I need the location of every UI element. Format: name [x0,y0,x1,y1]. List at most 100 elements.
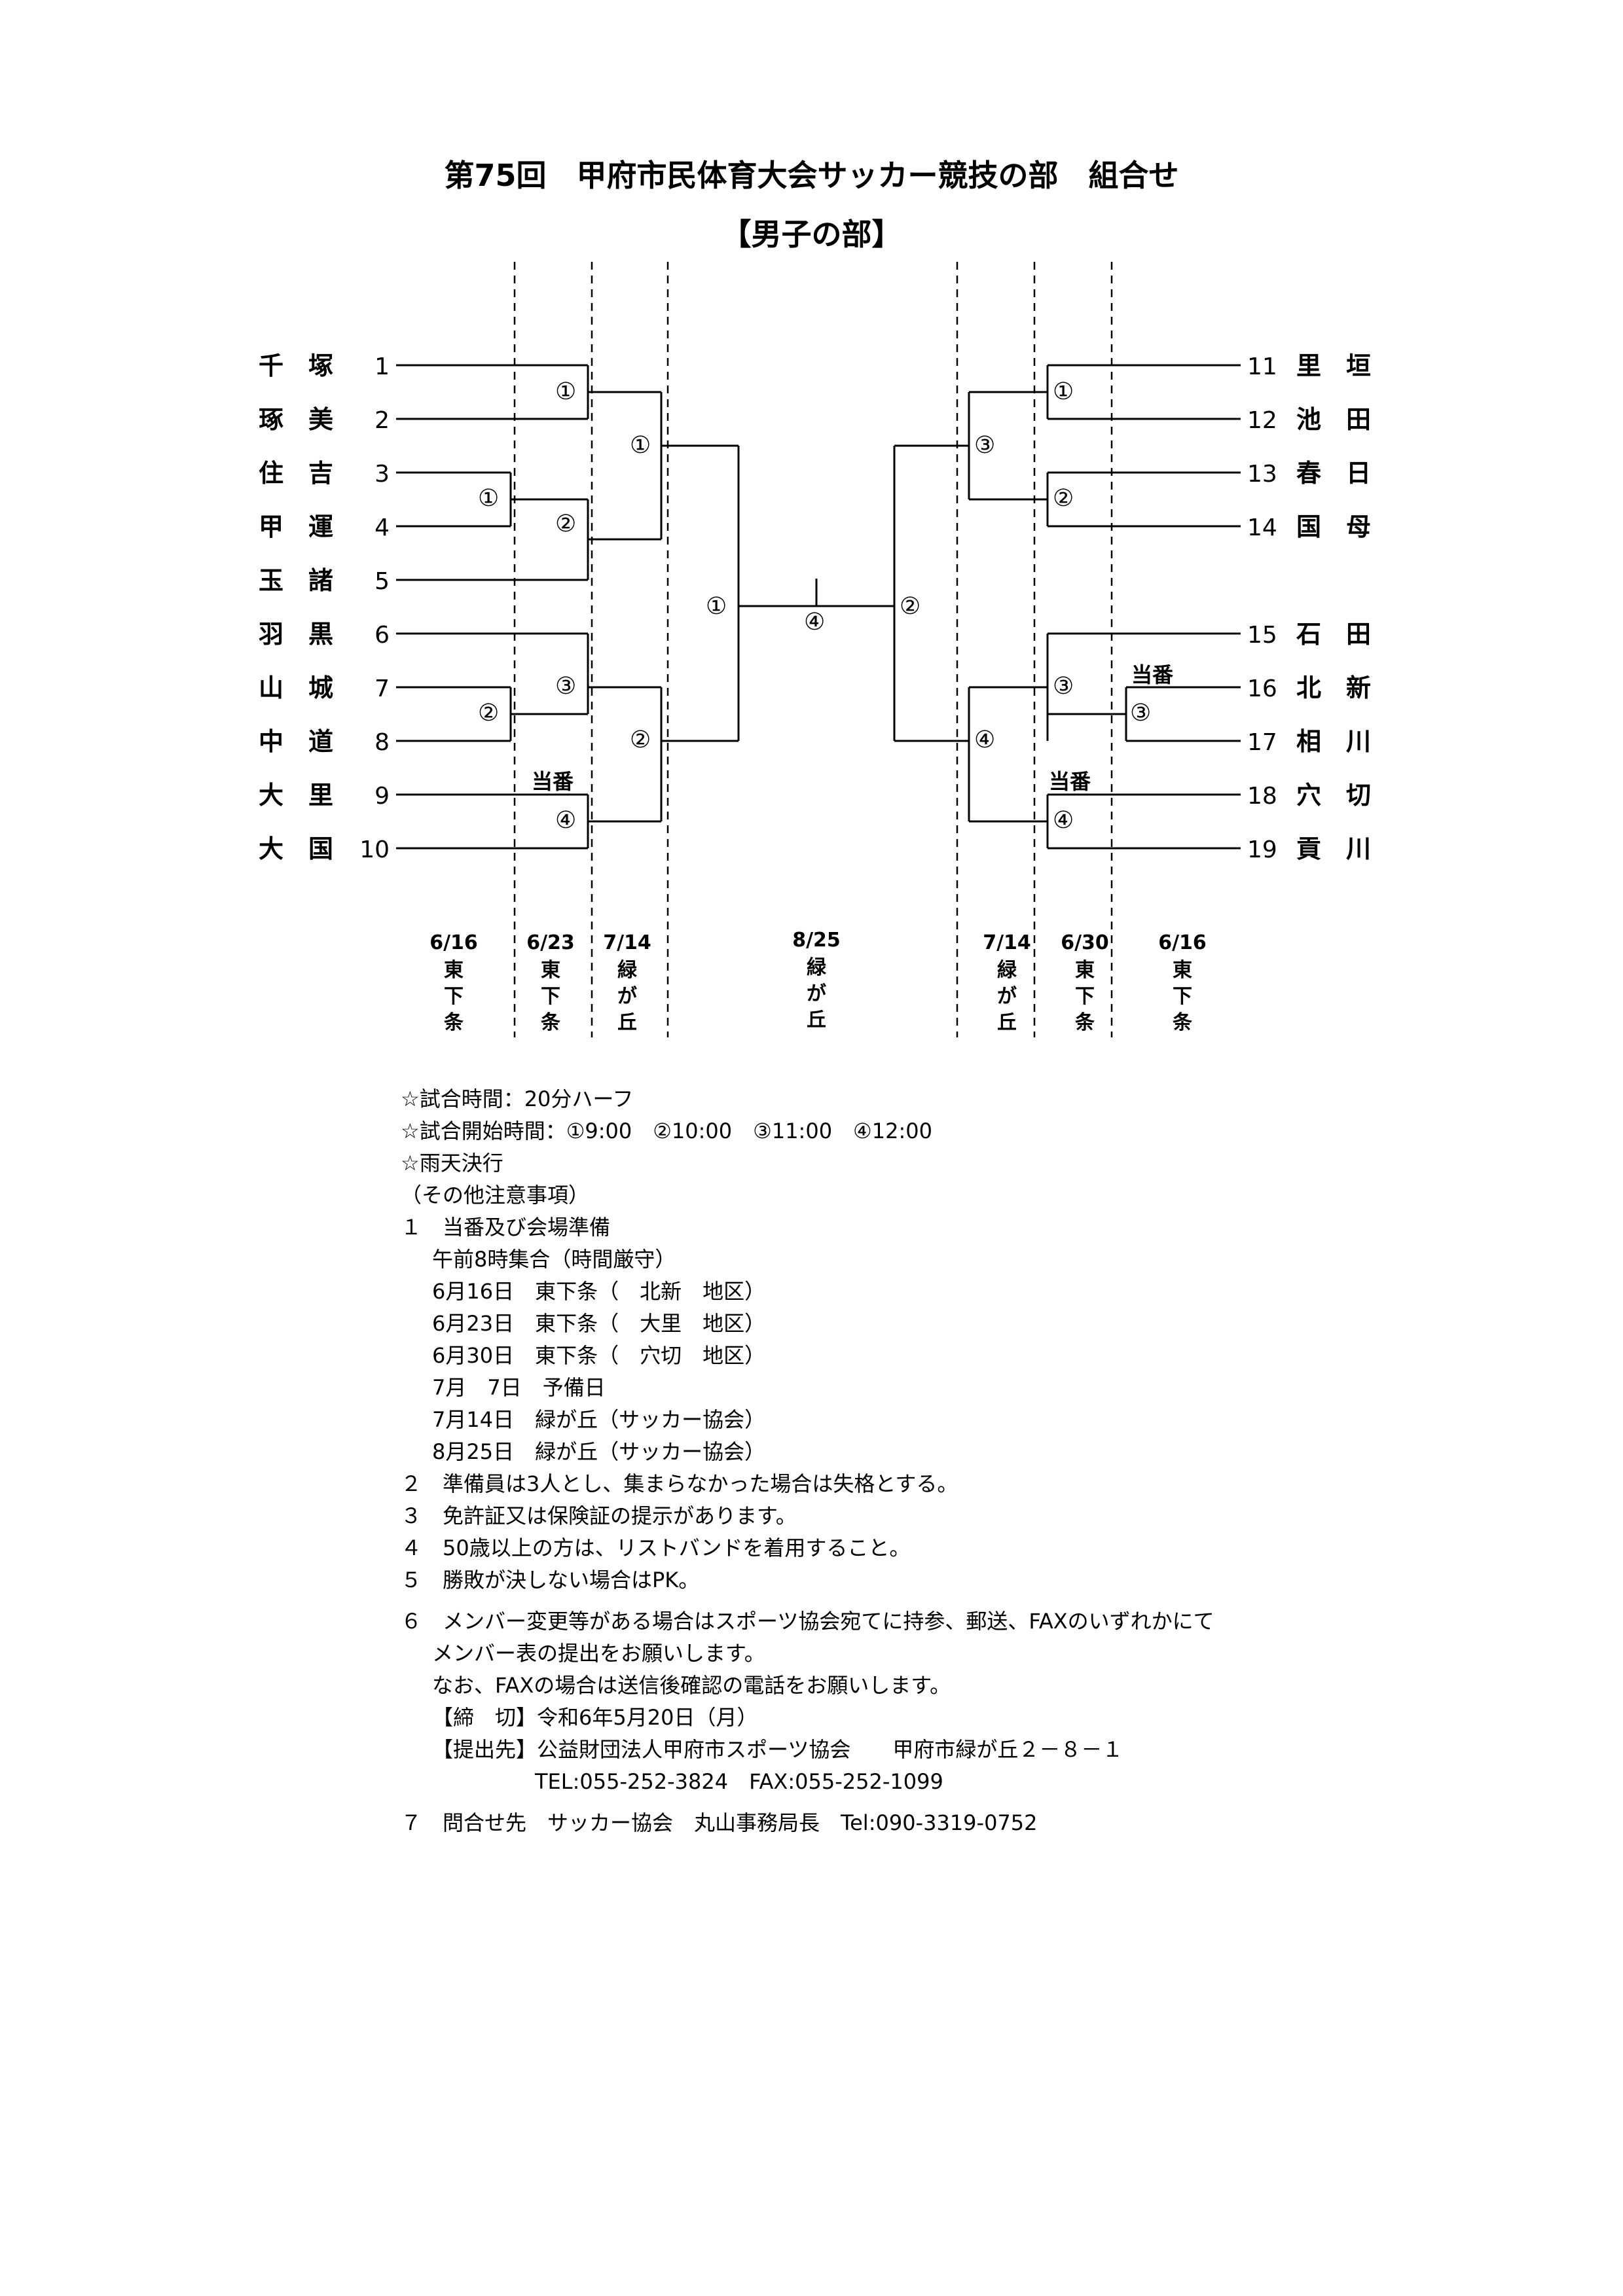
match-label: ① [706,593,727,620]
team-number: 15 [1247,622,1277,649]
note-item-7: ７ 問合せ先 サッカー協会 丸山事務局長 Tel:090-3319-0752 [401,1810,1038,1835]
note-item-1-line: 6月16日 東下条（ 北新 地区） [432,1279,766,1304]
round-venue-char: 緑 [617,959,638,982]
team-number: 2 [374,407,390,434]
team-number: 14 [1247,514,1277,541]
round-venue-char: 東 [1173,959,1192,982]
team-name: 北 新 [1296,673,1371,702]
round-date: 8/25 [792,929,841,952]
match-label: ② [478,700,499,726]
round-venue-char: 条 [1173,1011,1192,1034]
page-subtitle: 【男子の部】 [721,217,902,252]
team-name: 山 城 [259,673,333,702]
note-item-1-line: 午前8時集合（時間厳守） [432,1247,676,1272]
team-name: 羽 黒 [259,620,333,649]
team-number: 12 [1247,407,1277,434]
match-labels: ① ① ② ② ③ ④ ① ② ① ④ ② ③ ④ ① ② ③ ③ ④ [478,378,1151,834]
round-venue-char: 東 [1075,959,1095,982]
tournament-bracket: 千 塚 1 琢 美 2 住 吉 3 甲 運 4 玉 諸 5 羽 黒 6 山 城 … [259,262,1371,1037]
team-number: 17 [1247,729,1277,756]
team-name: 池 田 [1296,405,1371,434]
note-item-6-line: メンバー表の提出をお願いします。 [432,1641,765,1666]
note-item-1: １ 当番及び会場準備 [401,1215,611,1240]
note-deadline: 【締 切】令和6年5月20日（月） [432,1705,758,1730]
team-number: 4 [374,514,390,541]
team-name: 貢 川 [1296,834,1371,863]
team-name: 琢 美 [259,405,333,434]
round-separators [513,262,1113,1037]
note-item-1-line: 7月14日 緑が丘（サッカー協会） [432,1407,766,1432]
match-label: ② [555,511,576,537]
match-label: ① [555,378,576,405]
team-name: 玉 諸 [259,566,333,595]
match-label: ② [1053,485,1074,512]
round-venue-char: 条 [444,1011,464,1034]
match-label: ④ [974,726,995,753]
round-venue-char: 丘 [807,1009,826,1031]
round-date: 6/16 [429,931,478,954]
left-team-lines [396,364,588,850]
team-name: 千 塚 [259,351,333,380]
match-label: ② [900,593,921,620]
round-date: 6/23 [526,931,575,954]
round-dates: 6/16 東 下 条 6/23 東 下 条 7/14 緑 が 丘 8/25 緑 … [429,929,1207,1034]
match-label: ④ [555,807,576,834]
team-name: 中 道 [259,727,333,756]
note-start-time: ☆試合開始時間：①9:00 ②10:00 ③11:00 ④12:00 [401,1119,932,1143]
match-label-final: ④ [804,609,825,636]
duty-label: 当番 [1049,769,1091,794]
team-number: 10 [359,836,390,863]
team-number: 16 [1247,675,1277,702]
round-venue-char: 下 [1075,985,1095,1008]
team-number: 1 [374,353,390,380]
match-label: ③ [1130,700,1151,726]
team-name: 里 垣 [1296,351,1371,380]
round-venue-char: 下 [444,985,464,1008]
note-item-6: ６ メンバー変更等がある場合はスポーツ協会宛てに持参、郵送、FAXのいずれかにて [401,1609,1214,1634]
duty-label: 当番 [532,769,574,794]
note-item-1-line: 8月25日 緑が丘（サッカー協会） [432,1439,766,1464]
note-item-1-line: 6月30日 東下条（ 穴切 地区） [432,1343,766,1368]
team-name: 石 田 [1296,620,1371,649]
round-venue-char: 東 [444,959,464,982]
round-date: 6/30 [1061,931,1109,954]
team-name: 大 国 [259,834,333,863]
round-venue-char: が [807,982,826,1005]
round-venue-char: 条 [541,1011,560,1034]
note-item-3: ３ 免許証又は保険証の提示があります。 [401,1503,797,1528]
team-number: 13 [1247,461,1277,488]
team-name: 甲 運 [259,512,333,541]
match-label: ④ [1053,807,1074,834]
match-label: ① [478,485,499,512]
team-number: 11 [1247,353,1277,380]
match-label: ③ [974,432,995,459]
team-name: 大 里 [259,781,333,810]
team-number: 19 [1247,836,1277,863]
note-item-6-line: なお、FAXの場合は送信後確認の電話をお願いします。 [432,1673,951,1698]
round-venue-char: が [617,985,637,1008]
team-number: 3 [374,461,390,488]
round-venue-char: 下 [541,985,560,1008]
note-item-1-line: 6月23日 東下条（ 大里 地区） [432,1311,766,1336]
round-venue-char: 緑 [997,959,1017,982]
team-name: 穴 切 [1296,781,1371,810]
team-number: 9 [374,783,390,810]
match-label: ③ [1053,673,1074,700]
note-match-time: ☆試合時間：20分ハーフ [401,1086,634,1111]
team-number: 6 [374,622,390,649]
right-team-lines [1048,364,1241,850]
team-number: 5 [374,568,390,595]
team-name: 相 川 [1296,727,1371,756]
team-name: 国 母 [1296,512,1371,541]
round-venue-char: 丘 [617,1011,637,1034]
note-item-5: ５ 勝敗が決しない場合はPK。 [401,1568,700,1592]
team-number: 7 [374,675,390,702]
round-date: 6/16 [1158,931,1207,954]
note-submit-to: 【提出先】公益財団法人甲府市スポーツ協会 甲府市緑が丘２－８－１ [432,1737,1123,1762]
note-other-heading: （その他注意事項） [401,1183,590,1208]
match-label: ③ [555,673,576,700]
team-name: 住 吉 [259,459,333,488]
team-number: 18 [1247,783,1277,810]
note-contact-numbers: TEL:055-252-3824 FAX:055-252-1099 [535,1769,943,1794]
match-label: ① [630,432,651,459]
